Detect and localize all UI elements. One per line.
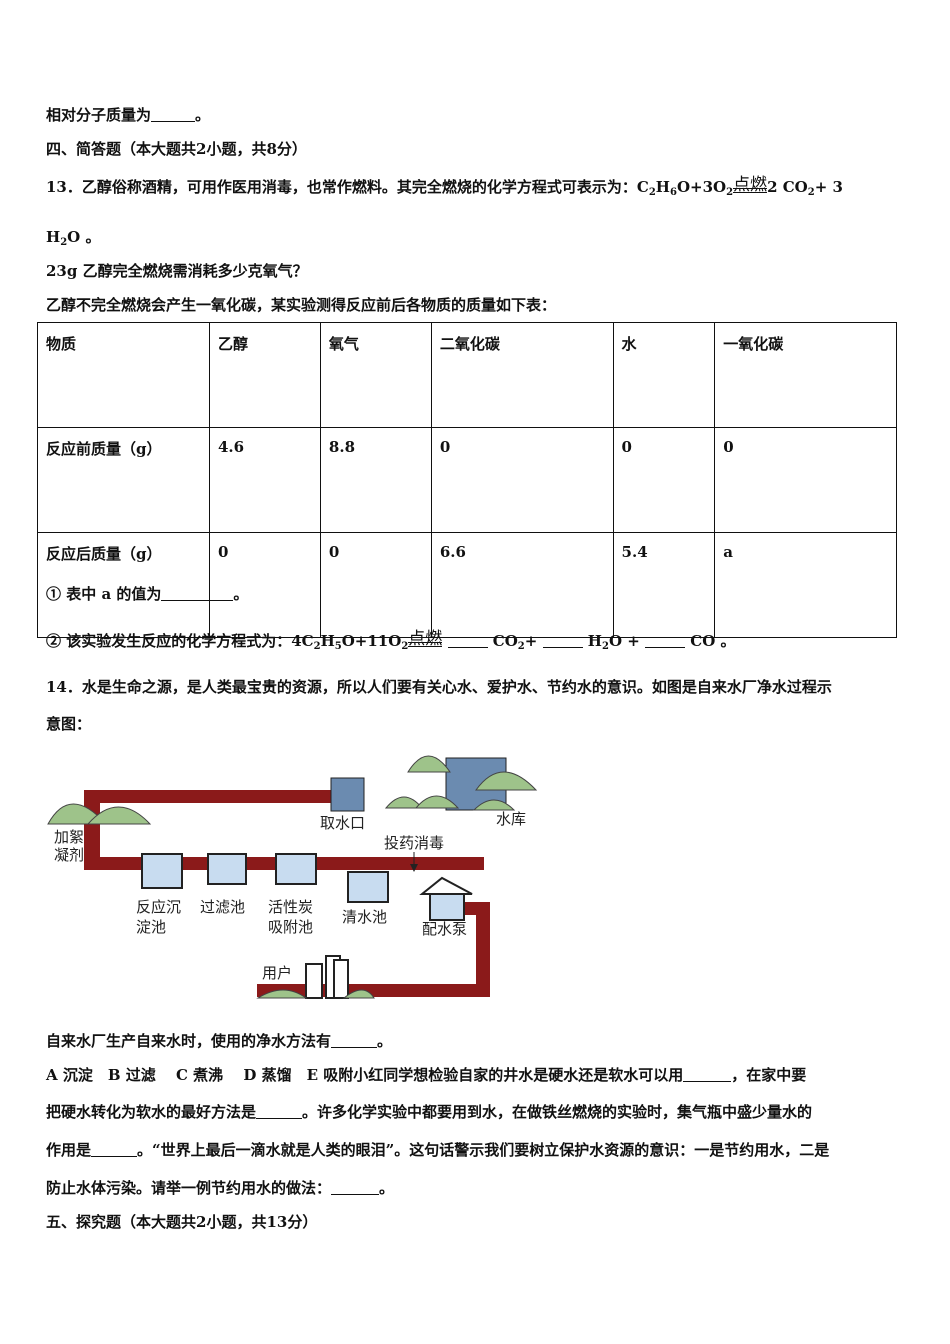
- label-sedimentation-1: 反应沉: [136, 898, 181, 916]
- label-coagulant-1: 加絮: [54, 828, 84, 846]
- label-coagulant-2: 凝剂: [54, 846, 84, 864]
- label-user: 用户: [262, 964, 292, 982]
- label-intake: 取水口: [320, 814, 365, 832]
- clear-water-tank: [347, 871, 389, 903]
- grass: [256, 989, 375, 999]
- table-cell: 0: [714, 427, 897, 533]
- q13-question-1: 23g 乙醇完全燃烧需消耗多少克氧气？: [46, 262, 308, 280]
- label-pump: 配水泵: [422, 920, 467, 938]
- pump-house: [429, 893, 465, 921]
- q13-intro: 乙醇不完全燃烧会产生一氧化碳，某实验测得反应前后各物质的质量如下表：: [46, 296, 557, 314]
- table-row: 反应前质量（g） 4.6 8.8 0 0 0: [37, 427, 897, 533]
- intake-box: [330, 777, 365, 812]
- table-cell: 反应后质量（g）: [37, 532, 210, 638]
- water-treatment-diagram: 取水口 水库 加絮 凝剂 投药消毒 反应沉 淀池 过滤池 活性炭 吸附池 清水池…: [47, 755, 538, 999]
- q14-text-5: 把硬水转化为软水的最好方法是。许多化学实验中都要用到水，在做铁丝燃烧的实验时，集…: [46, 1103, 813, 1121]
- carbon-tank: [275, 853, 317, 885]
- pump-roof: [419, 876, 473, 895]
- filter-tank: [207, 853, 247, 885]
- section-4-heading: 四、简答题（本大题共2小题，共8分）: [46, 140, 307, 158]
- table-cell: 0: [319, 532, 432, 638]
- table-cell: 8.8: [319, 427, 432, 533]
- table-cell: 6.6: [430, 532, 614, 638]
- table-cell: 0: [430, 427, 614, 533]
- answer-blank[interactable]: [256, 1104, 303, 1119]
- answer-blank[interactable]: [161, 586, 234, 601]
- answer-blank[interactable]: [645, 633, 686, 648]
- label-sedimentation-2: 淀池: [136, 918, 166, 936]
- answer-blank[interactable]: [331, 1033, 378, 1048]
- label-clear-water: 清水池: [342, 908, 387, 926]
- q13-answer-1: ① 表中 a 的值为。: [46, 585, 249, 603]
- q14-text-1: 14．水是生命之源，是人类最宝贵的资源，所以人们要有关心水、爱护水、节约水的意识…: [46, 678, 832, 696]
- label-reservoir: 水库: [496, 810, 526, 828]
- label-carbon-2: 吸附池: [268, 918, 313, 936]
- line-molecular-mass: 相对分子质量为。: [46, 106, 211, 124]
- reservoir-trees: [384, 755, 538, 811]
- table-cell: 水: [612, 322, 716, 428]
- tank-row: [141, 853, 465, 921]
- table-cell: 氧气: [319, 322, 432, 428]
- table-cell: 一氧化碳: [714, 322, 897, 428]
- table-header-row: 物质 乙醇 氧气 二氧化碳 水 一氧化碳: [37, 322, 897, 428]
- answer-blank[interactable]: [151, 107, 196, 122]
- mass-table: 物质 乙醇 氧气 二氧化碳 水 一氧化碳 反应前质量（g） 4.6 8.8 0 …: [37, 322, 897, 638]
- table-cell: 0: [612, 427, 716, 533]
- q13-equation-end: H2O 。: [46, 228, 101, 248]
- q14-text-7: 防止水体污染。请举一例节约用水的做法：。: [46, 1179, 395, 1197]
- answer-blank[interactable]: [331, 1180, 380, 1195]
- table-row: 反应后质量（g） 0 0 6.6 5.4 a: [37, 532, 897, 638]
- table-cell: 二氧化碳: [430, 322, 614, 428]
- table-cell: 反应前质量（g）: [37, 427, 210, 533]
- q13-equation-line: 13．乙醇俗称酒精，可用作医用消毒，也常作燃料。其完全燃烧的化学方程式可表示为：…: [46, 175, 843, 198]
- table-cell: 乙醇: [209, 322, 321, 428]
- answer-blank[interactable]: [683, 1067, 732, 1082]
- answer-blank[interactable]: [542, 633, 583, 648]
- ignite-condition: 点燃: [733, 175, 768, 195]
- arrow-head-icon: [410, 864, 418, 872]
- answer-blank[interactable]: [91, 1142, 138, 1157]
- table-cell: 4.6: [209, 427, 321, 533]
- q14-text-3: 自来水厂生产自来水时，使用的净水方法有。: [46, 1032, 393, 1050]
- q14-text-2: 意图：: [46, 715, 92, 733]
- ignite-condition: 点燃: [408, 629, 443, 649]
- table-cell: 5.4: [612, 532, 716, 638]
- label-filter: 过滤池: [200, 898, 245, 916]
- q14-text-6: 作用是。“世界上最后一滴水就是人类的眼泪”。这句话警示我们要树立保护水资源的意识…: [46, 1141, 830, 1159]
- section-5-heading: 五、探究题（本大题共2小题，共13分）: [46, 1213, 318, 1231]
- label-dosing: 投药消毒: [384, 834, 444, 852]
- q14-text-4: A 沉淀 B 过滤 C 煮沸 D 蒸馏 E 吸附小红同学想检验自家的井水是硬水还…: [46, 1066, 807, 1084]
- table-cell: a: [714, 532, 897, 638]
- label-carbon-1: 活性炭: [268, 898, 313, 916]
- table-cell: 物质: [37, 322, 210, 428]
- answer-blank[interactable]: [447, 633, 488, 648]
- user-buildings: [305, 955, 349, 999]
- sedimentation-tank: [141, 853, 183, 889]
- hill-icon: [47, 803, 152, 825]
